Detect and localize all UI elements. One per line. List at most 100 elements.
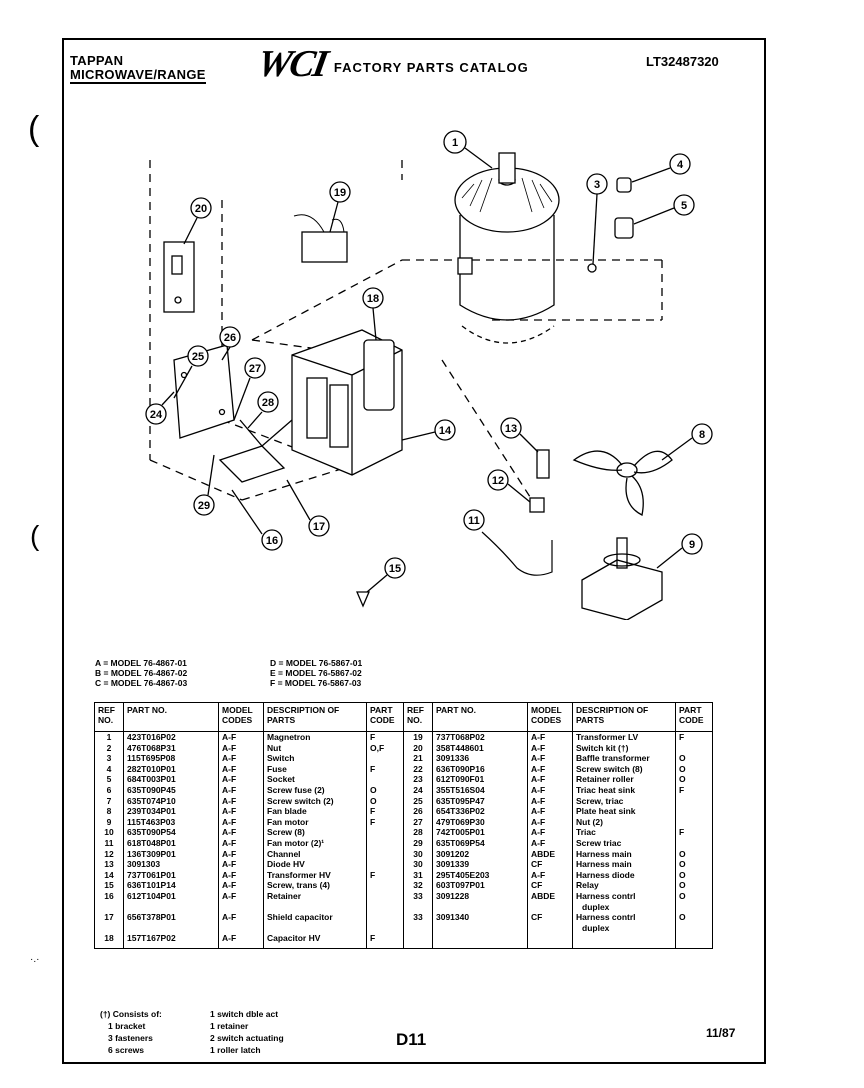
cell-model: A-F (527, 784, 573, 796)
cell-model: A-F (218, 933, 264, 949)
cell-part: 618T048P01 (123, 837, 219, 849)
footnote-item: 1 retainer (210, 1021, 249, 1031)
cell-desc: Triac heat sink (572, 784, 676, 796)
cell-desc: Screw, triac (572, 795, 676, 807)
cell-part (432, 933, 528, 949)
callout-28: 28 (247, 391, 279, 429)
svg-text:28: 28 (262, 397, 274, 409)
cell-model: A-F (527, 731, 573, 743)
page-id: D11 (396, 1030, 427, 1049)
cell-code (366, 880, 404, 891)
binding-mark-top: ( (28, 110, 40, 148)
col-model: MODEL CODES (218, 702, 264, 732)
parts-table: REF NO. PART NO. MODEL CODES DESCRIPTION… (94, 702, 713, 949)
cell-desc: Switch (263, 753, 367, 764)
cell-part: 479T069P30 (432, 816, 528, 828)
cell-part: 282T010P01 (123, 763, 219, 775)
svg-text:12: 12 (492, 475, 504, 487)
callout-13: 13 (500, 417, 539, 453)
footnote-consists-right: 1 switch dble act 1 retainer 2 switch ac… (210, 1008, 284, 1056)
cell-ref: 15 (94, 880, 124, 891)
callout-20: 20 (183, 197, 212, 245)
cell-model: A-F (218, 869, 264, 881)
cell-part: 157T167P02 (123, 933, 219, 949)
cell-part: 239T034P01 (123, 806, 219, 817)
model-legend-e: E = MODEL 76-5867-02 (270, 668, 362, 678)
cell-ref: 13 (94, 859, 124, 870)
cell-desc: Diode HV (263, 859, 367, 870)
cell-code: O (675, 912, 713, 934)
cell-model: A-F (527, 795, 573, 807)
fan-motor-part (581, 537, 663, 620)
cell-model: A-F (218, 912, 264, 934)
cell-ref: 31 (403, 869, 433, 881)
cell-code (366, 912, 404, 934)
cell-code: F (366, 763, 404, 775)
cell-ref: 17 (94, 912, 124, 934)
cell-model: A-F (218, 774, 264, 785)
desc-line: Harness contrl (576, 912, 636, 923)
callout-12: 12 (487, 469, 531, 503)
cell-ref: 4 (94, 763, 124, 775)
callout-1: 1 (443, 130, 493, 169)
cell-desc: Screw, trans (4) (263, 880, 367, 891)
callout-25: 25 (173, 345, 209, 399)
cell-desc: Nut (2) (572, 816, 676, 828)
cell-code (675, 816, 713, 828)
svg-text:4: 4 (677, 159, 684, 171)
cell-desc: Switch kit (†) (572, 742, 676, 754)
svg-text:16: 16 (266, 535, 278, 547)
cell-desc: Plate heat sink (572, 806, 676, 817)
svg-text:27: 27 (249, 363, 261, 375)
cell-desc: Shield capacitor (263, 912, 367, 934)
cell-model: A-F (218, 763, 264, 775)
cell-model: A-F (527, 753, 573, 764)
callout-4: 4 (631, 153, 691, 183)
cell-part: 3091228 (432, 890, 528, 913)
cell-ref (403, 933, 433, 949)
cell-ref: 27 (403, 816, 433, 828)
callout-27: 27 (233, 357, 266, 421)
svg-text:13: 13 (505, 423, 517, 435)
cell-ref: 24 (403, 784, 433, 796)
cell-ref: 1 (94, 731, 124, 743)
callout-5: 5 (633, 194, 695, 225)
cell-ref: 20 (403, 742, 433, 754)
cell-code: O (675, 880, 713, 891)
cell-ref: 23 (403, 774, 433, 785)
cell-code (366, 753, 404, 764)
harness-part (293, 214, 348, 263)
cell-code: F (366, 869, 404, 881)
cell-desc (572, 933, 676, 949)
cell-desc: Screw (8) (263, 827, 367, 838)
footnote-item: 3 fasteners (108, 1033, 153, 1043)
brand-line-2: MICROWAVE/RANGE (70, 67, 206, 84)
cell-part: 684T003P01 (123, 774, 219, 785)
cell-model: A-F (527, 742, 573, 754)
brand-line-1: TAPPAN (70, 53, 124, 68)
cell-part: 612T090F01 (432, 774, 528, 785)
cell-part: 355T516S04 (432, 784, 528, 796)
cell-desc: Fuse (263, 763, 367, 775)
cell-part: 656T378P01 (123, 912, 219, 934)
cell-model: A-F (218, 742, 264, 754)
col-ref-2: REF NO. (403, 702, 433, 732)
cell-code: O (675, 859, 713, 870)
desc-line-2: duplex (582, 922, 610, 933)
cell-code (366, 890, 404, 913)
parts-table-header: REF NO. PART NO. MODEL CODES DESCRIPTION… (94, 702, 713, 732)
cell-model: A-F (218, 784, 264, 796)
cell-part: 654T336P02 (432, 806, 528, 817)
svg-text:29: 29 (198, 500, 210, 512)
callout-17: 17 (286, 479, 330, 537)
svg-text:9: 9 (689, 539, 695, 551)
cell-part: 636T101P14 (123, 880, 219, 891)
cell-model: A-F (527, 774, 573, 785)
svg-text:1: 1 (452, 137, 458, 149)
bracket-part (163, 241, 195, 313)
callout-16: 16 (231, 489, 283, 551)
